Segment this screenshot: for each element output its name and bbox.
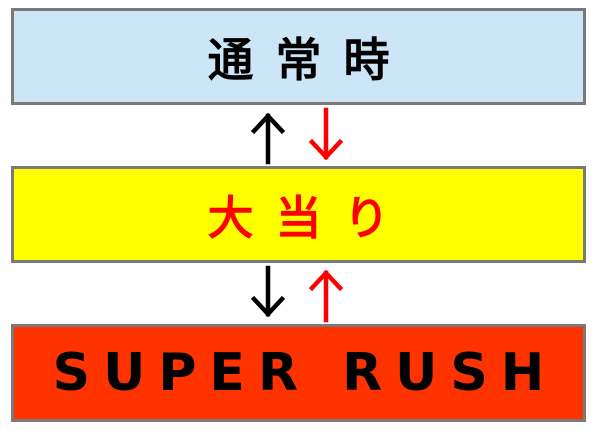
state-bonus-label: 大当り [207,190,412,245]
state-bonus-box: 大当り [11,166,586,263]
arrow-down-red-top [308,107,344,161]
state-rush-label: SUPER RUSH [52,343,558,403]
arrow-up-red-bottom [308,269,344,323]
arrow-down-black-bottom [250,265,286,318]
state-normal-label: 通常時 [207,32,412,87]
arrow-up-black-top [250,112,286,165]
state-normal-box: 通常時 [11,8,586,105]
state-rush-box: SUPER RUSH [11,324,586,422]
